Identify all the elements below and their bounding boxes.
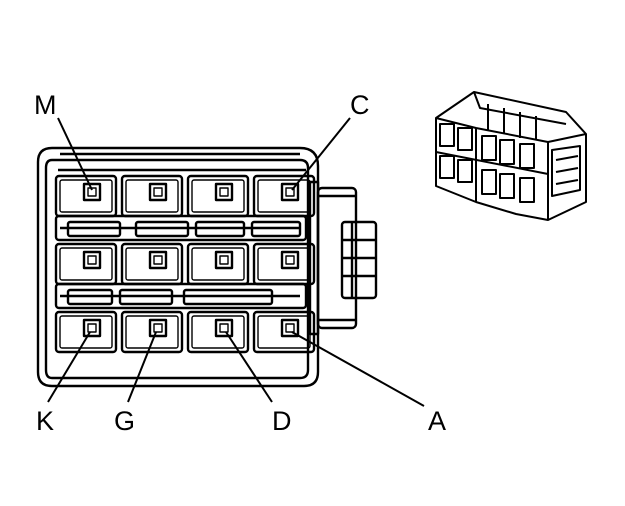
terminal-contact [148,182,168,202]
terminal-contact [82,250,102,270]
row-separators [54,214,308,310]
connector-3d-view [435,91,587,221]
terminal-contact [148,250,168,270]
leader-g [127,331,157,403]
leader-c [291,117,351,191]
leader-lines [47,117,425,407]
terminal-contact [214,250,234,270]
pin-label-m: M [34,90,57,120]
terminal-cavity [252,242,316,286]
connector-face [36,146,378,388]
terminal-cavity [54,242,118,286]
terminal-contact [148,318,168,338]
leader-m [57,117,93,191]
terminal-contact [280,182,300,202]
terminal-cavity [54,174,118,218]
leader-d [225,331,273,403]
pin-label-a: A [428,406,446,436]
terminal-cavity [120,310,184,354]
terminal-cavity [252,310,316,354]
housing-inner-rim [44,158,310,380]
housing-outline [36,146,320,388]
pin-labels: M C K G D A [34,90,446,436]
pin-label-g: G [114,406,135,436]
terminal-contact [214,182,234,202]
terminal-cavity [54,310,118,354]
terminal-cavity [186,242,250,286]
terminal-contact [280,250,300,270]
leader-k [47,331,91,403]
terminal-cavity [252,174,316,218]
terminal-cavity [186,174,250,218]
terminal-contact [280,318,300,338]
terminal-contact [214,318,234,338]
terminal-contact [82,182,102,202]
terminal-cavity [120,242,184,286]
locking-latch [308,180,378,336]
terminal-cavities [54,174,316,354]
pin-label-d: D [272,406,292,436]
leader-a [291,331,425,407]
pin-label-c: C [350,90,370,120]
pin-label-k: K [36,406,54,436]
terminal-contact [82,318,102,338]
terminal-cavity [186,310,250,354]
terminal-cavity [120,174,184,218]
